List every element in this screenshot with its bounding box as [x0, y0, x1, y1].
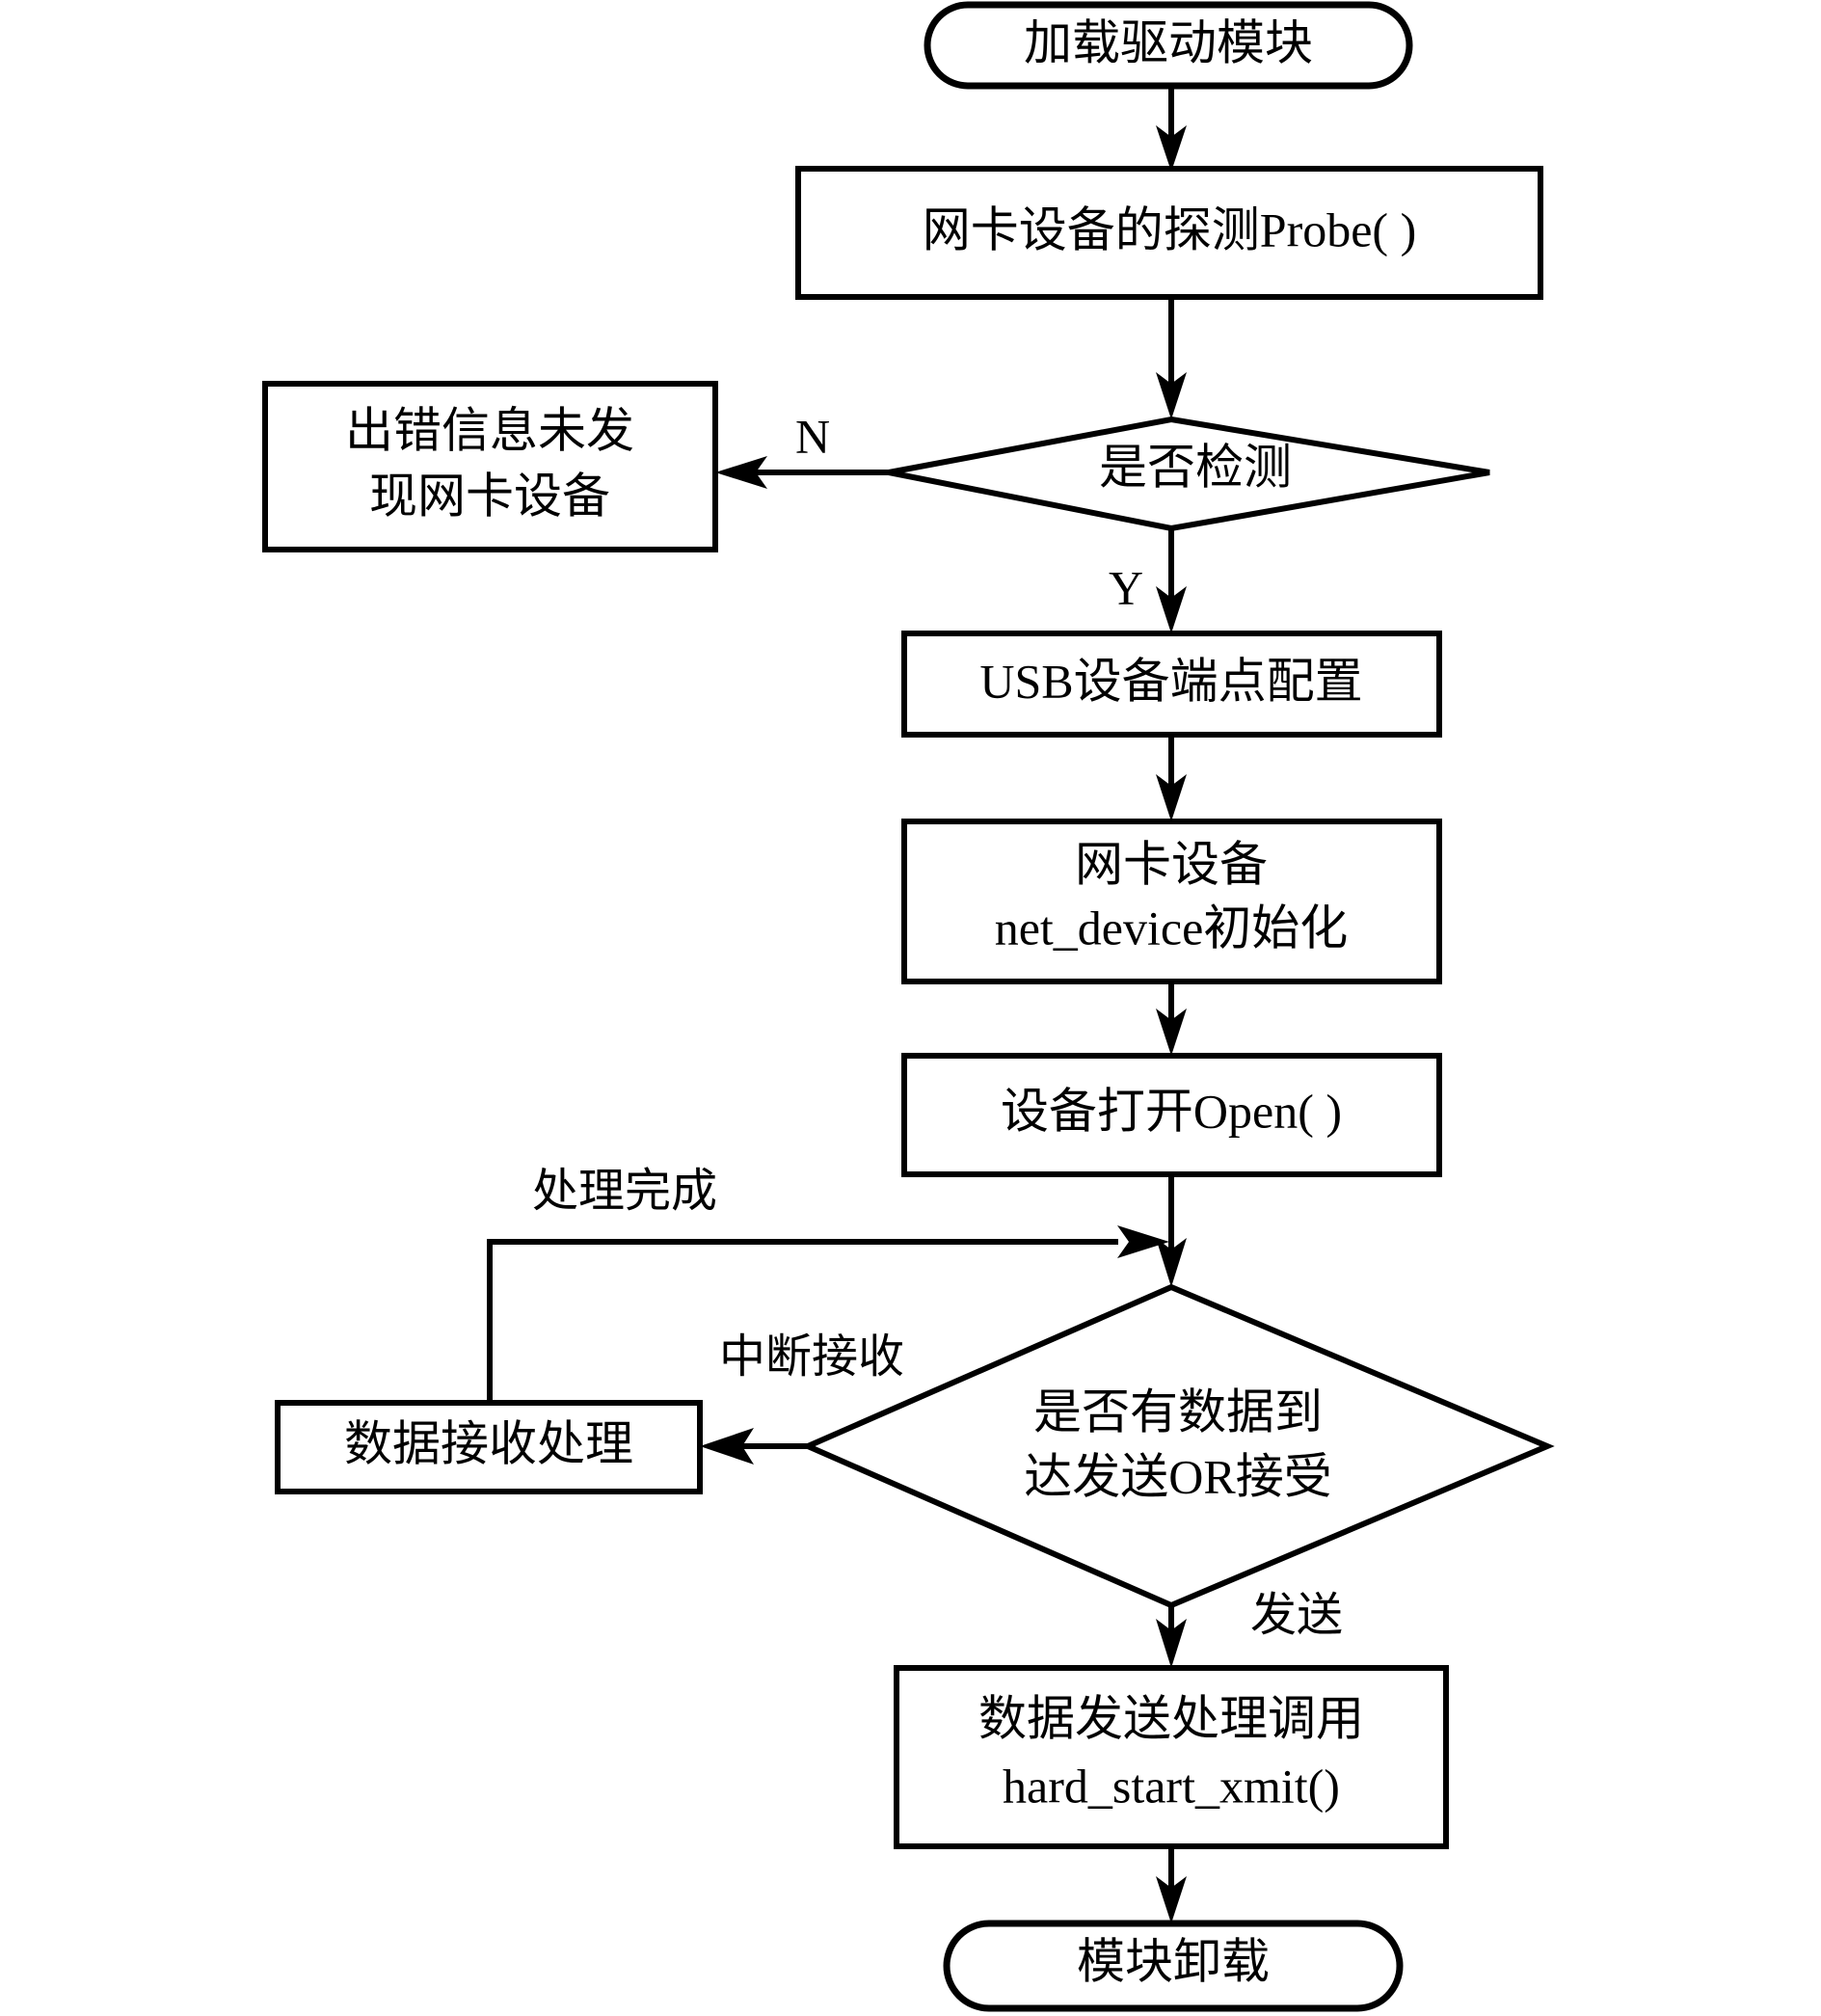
terminal-shape [943, 1920, 1404, 2012]
node-data-arrival-decision[interactable]: 是否有数据到 达发送OR接受 [800, 1283, 1555, 1609]
node-error-no-nic-found[interactable]: 出错信息未发 现网卡设备 [262, 381, 718, 552]
edge-label-n: N [795, 409, 830, 463]
edge-decision-no [715, 456, 916, 489]
edge-usb-to-netdev [1156, 735, 1187, 821]
arrow-head-icon [1156, 586, 1187, 633]
node-net-device-init[interactable]: 网卡设备 net_device初始化 [901, 819, 1442, 984]
arrow-head-icon [1156, 1876, 1187, 1923]
node-label-net-device-line2: net_device初始化 [995, 900, 1349, 954]
edge-send-to-unload [1156, 1846, 1187, 1923]
node-label-error-line1: 出错信息未发 [345, 403, 634, 457]
process-shape [795, 166, 1543, 300]
arrow-head-icon [1156, 125, 1187, 172]
node-probe-nic-device[interactable]: 网卡设备的探测Probe( ) [795, 166, 1543, 300]
process-shape [901, 1053, 1442, 1177]
node-label-data-decision-line1: 是否有数据到 [1033, 1384, 1323, 1438]
node-label-load-driver-module: 加载驱动模块 [1024, 15, 1313, 69]
edge-load-to-probe [1156, 85, 1187, 172]
process-shape [275, 1400, 703, 1494]
arrow-head-icon [1156, 774, 1187, 821]
node-label-probe-nic-device: 网卡设备的探测Probe( ) [923, 202, 1416, 256]
edge-label-interrupt-receive: 中断接收 [719, 1331, 904, 1383]
terminal-shape [924, 1, 1413, 90]
node-usb-endpoint-config[interactable]: USB设备端点配置 [901, 631, 1442, 738]
process-shape [901, 631, 1442, 738]
arrow-head-icon [1156, 1008, 1187, 1056]
node-load-driver-module[interactable]: 加载驱动模块 [924, 1, 1413, 90]
arrow-head-icon [715, 456, 767, 489]
process-shape [894, 1665, 1449, 1849]
node-label-data-receive-handling: 数据接收处理 [344, 1416, 633, 1470]
node-data-receive-handling[interactable]: 数据接收处理 [275, 1400, 703, 1494]
node-label-net-device-line1: 网卡设备 [1075, 837, 1268, 891]
edge-decision-yes [1156, 528, 1187, 633]
node-module-unload[interactable]: 模块卸载 [943, 1920, 1404, 2012]
arrow-head-icon [700, 1428, 754, 1465]
node-label-data-decision-line2: 达发送OR接受 [1024, 1449, 1331, 1503]
node-label-device-open: 设备打开Open( ) [1001, 1084, 1342, 1138]
edge-label-processing-done: 处理完成 [532, 1166, 717, 1217]
process-shape [901, 819, 1442, 984]
node-label-data-send-line2: hard_start_xmit() [1003, 1759, 1340, 1813]
edge-open-to-data-decision [1156, 1174, 1187, 1287]
edge-receive-loopback [487, 1225, 1169, 1403]
node-label-detected-decision: 是否检测 [1099, 440, 1292, 494]
decision-shape [888, 416, 1490, 532]
node-data-send-handling[interactable]: 数据发送处理调用 hard_start_xmit() [894, 1665, 1449, 1849]
edge-netdev-to-open [1156, 981, 1187, 1056]
process-shape [262, 381, 718, 552]
node-device-open[interactable]: 设备打开Open( ) [901, 1053, 1442, 1177]
node-label-data-send-line1: 数据发送处理调用 [978, 1691, 1364, 1745]
edge-decision-send [1156, 1605, 1187, 1668]
arrow-head-icon [1117, 1225, 1169, 1258]
node-label-module-unload: 模块卸载 [1077, 1934, 1270, 1988]
node-label-error-line2: 现网卡设备 [369, 469, 610, 523]
arrow-head-icon [1156, 372, 1187, 419]
node-detected-decision[interactable]: 是否检测 [888, 416, 1490, 532]
arrow-head-icon [1156, 1238, 1187, 1287]
arrow-head-icon [1156, 1619, 1187, 1668]
edge-label-y: Y [1109, 560, 1143, 614]
decision-shape [800, 1283, 1555, 1609]
edge-label-send: 发送 [1250, 1590, 1343, 1641]
edge-probe-to-decision [1156, 297, 1187, 419]
node-label-usb-endpoint-config: USB设备端点配置 [979, 654, 1362, 708]
